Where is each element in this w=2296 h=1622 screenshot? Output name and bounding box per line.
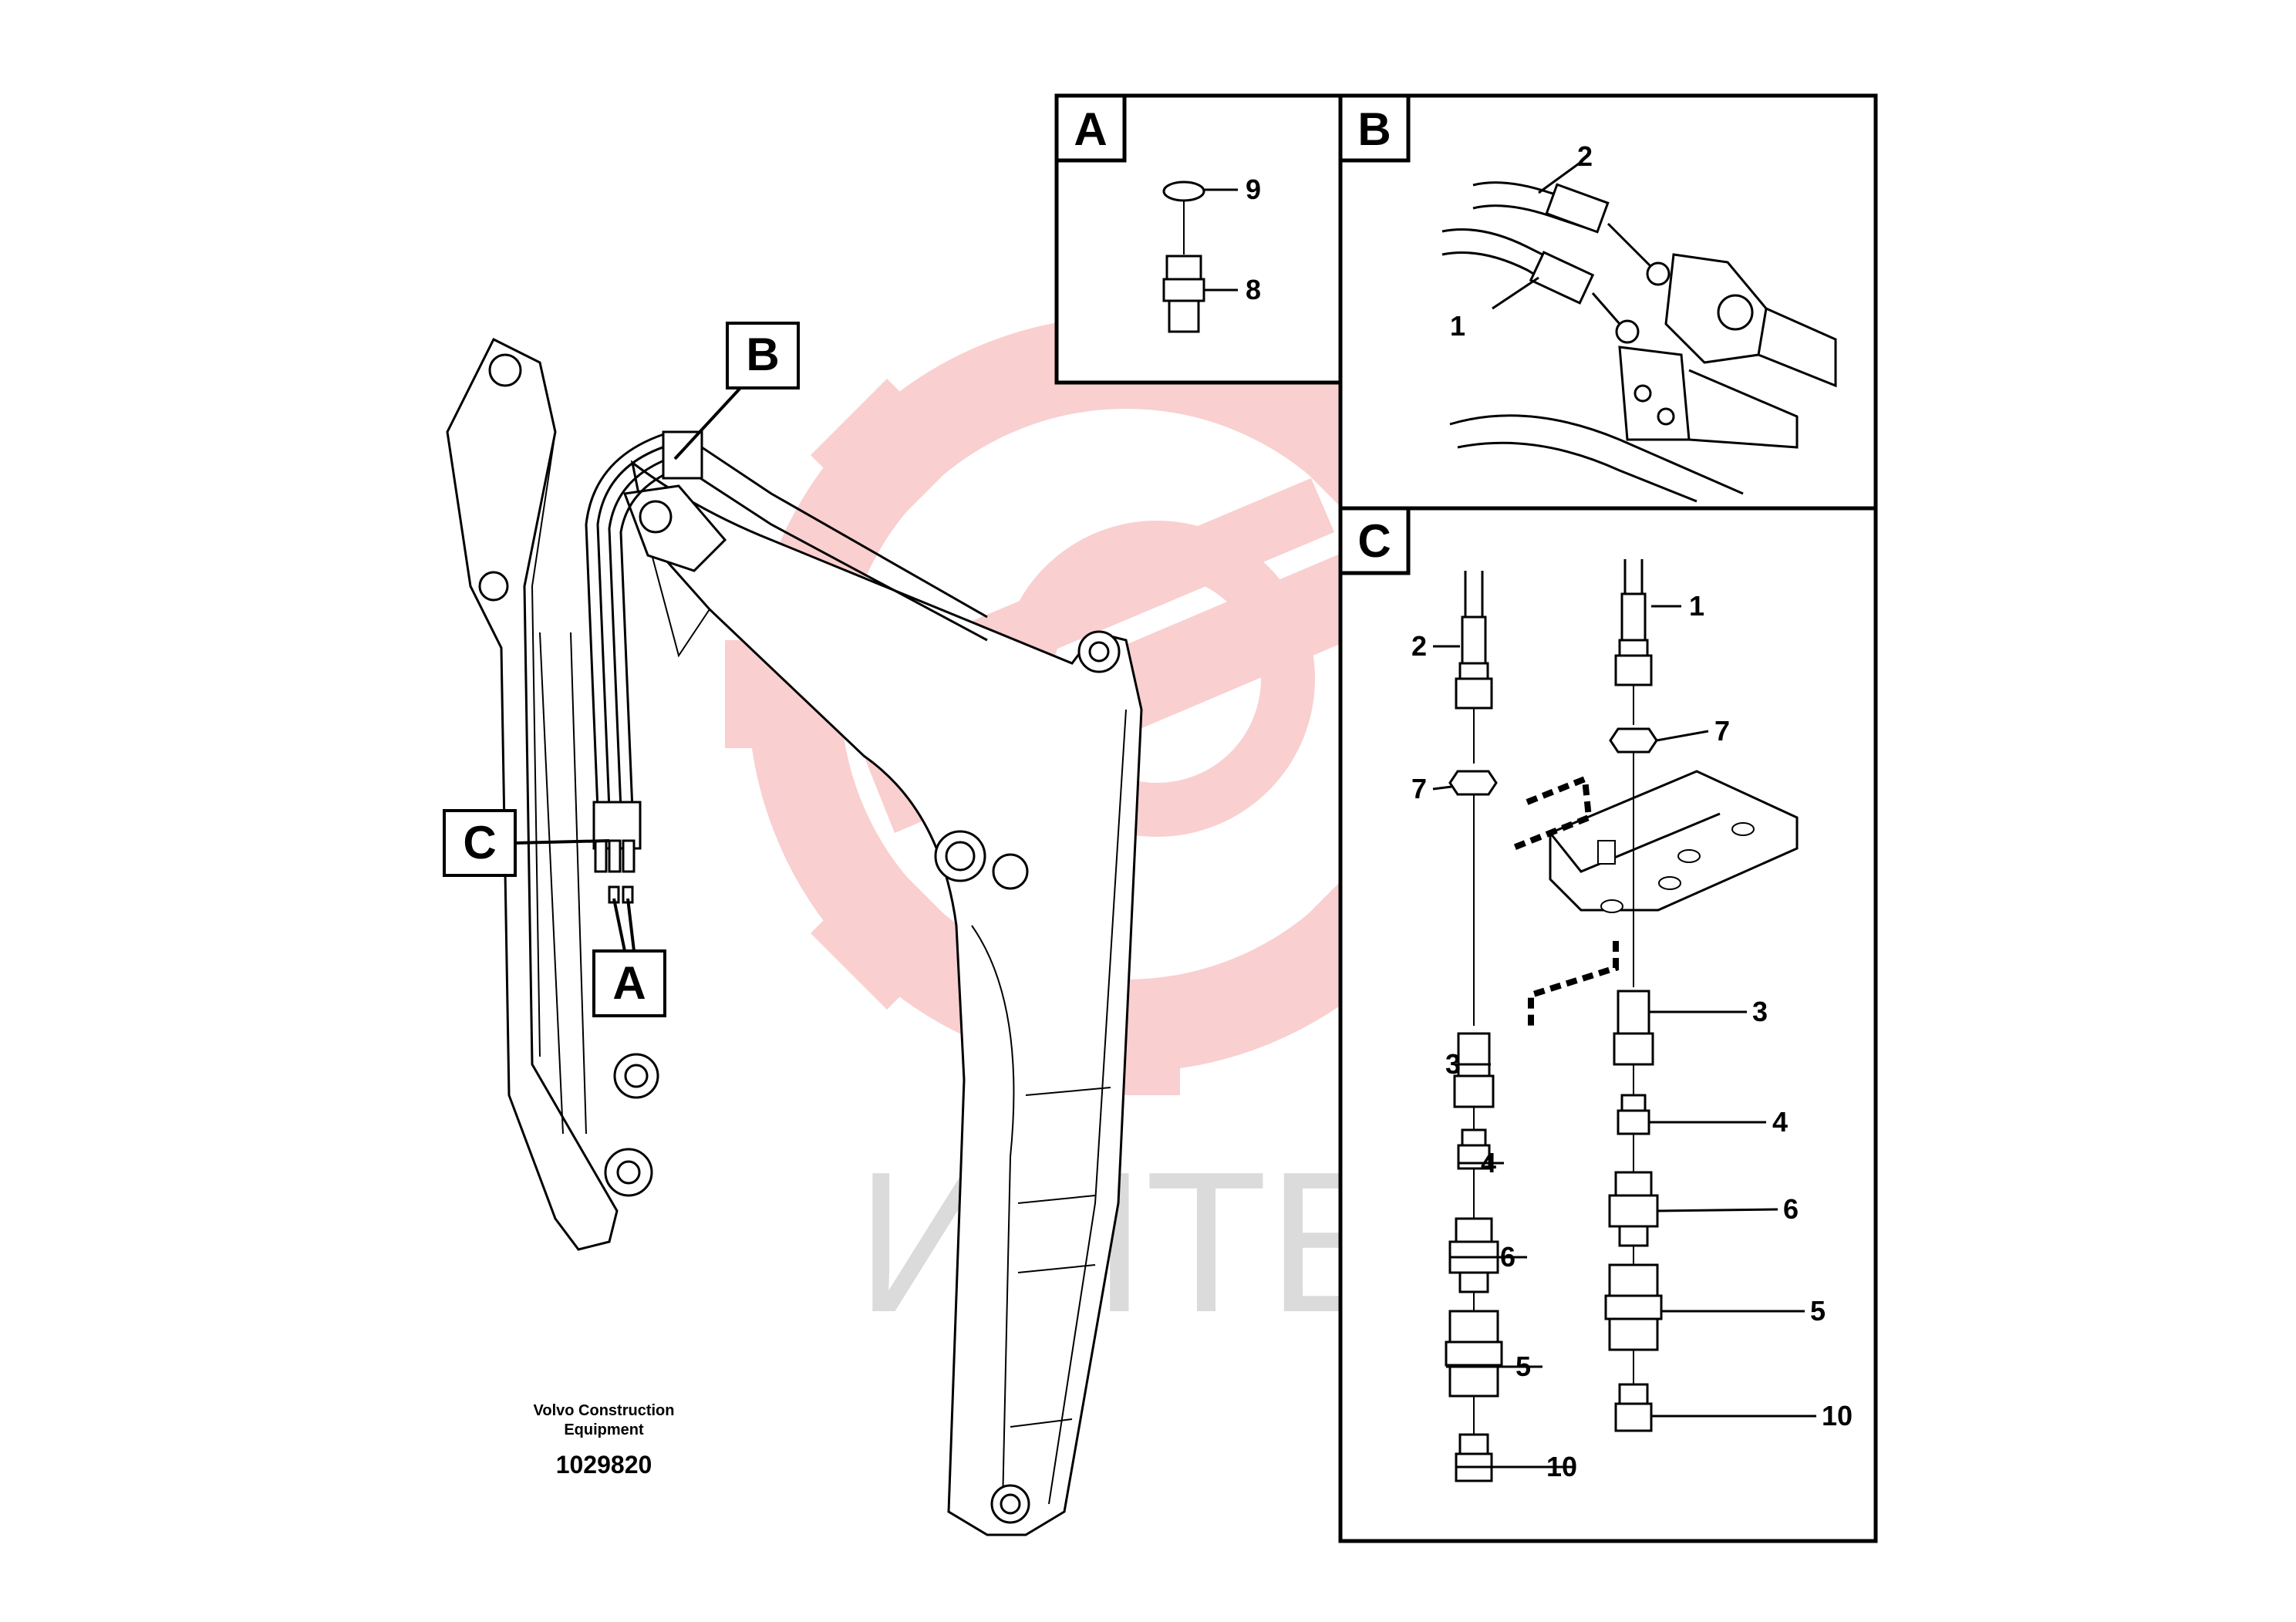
credit-block: Volvo Construction Equipment 1029820 (534, 1402, 675, 1479)
c-right-part-7: 7 (1714, 715, 1730, 747)
panel-b-part-2: 2 (1577, 140, 1593, 172)
c-right-part-1: 1 (1689, 590, 1704, 622)
c-right-part-10: 10 (1822, 1400, 1853, 1431)
c-left-part-3: 3 (1445, 1048, 1461, 1080)
detail-panel-b: B 2 1 (1338, 93, 1878, 511)
callout-b: B (673, 322, 800, 460)
drawing-number: 1029820 (556, 1451, 652, 1479)
c-left-part-2: 2 (1411, 630, 1427, 662)
panel-a-part-9: 9 (1246, 174, 1261, 205)
panel-b-label: B (1357, 103, 1391, 155)
callout-a-label: A (612, 957, 646, 1009)
callout-c: C (443, 809, 610, 877)
c-left-part-5: 5 (1515, 1351, 1531, 1382)
c-left-part-7: 7 (1411, 773, 1427, 804)
panel-a-label: A (1074, 103, 1107, 155)
panel-c-label: C (1357, 515, 1391, 567)
c-right-part-6: 6 (1783, 1193, 1799, 1225)
c-right-part-5: 5 (1810, 1295, 1826, 1327)
callout-c-label: C (463, 817, 496, 868)
credit-line2: Equipment (564, 1421, 644, 1438)
panel-c-left-labels: 2 7 3 4 6 5 10 (1411, 630, 1577, 1482)
panel-a-part-8: 8 (1246, 274, 1261, 305)
panel-c-right-labels: 1 7 3 4 6 5 10 (1649, 590, 1853, 1431)
callout-b-label: B (746, 329, 779, 380)
c-left-part-4: 4 (1481, 1147, 1496, 1179)
credit-line1: Volvo Construction (534, 1402, 675, 1419)
excavator-boom (446, 337, 1143, 1536)
c-right-part-3: 3 (1752, 996, 1768, 1027)
detail-panel-c: C (1338, 506, 1878, 1543)
c-left-part-6: 6 (1500, 1241, 1515, 1273)
hydraulic-hoses (585, 430, 988, 904)
c-left-part-10: 10 (1546, 1451, 1577, 1482)
callout-a: A (592, 898, 666, 1017)
c-right-part-4: 4 (1772, 1106, 1788, 1138)
detail-panel-a: A 9 8 (1054, 93, 1343, 385)
panel-b-part-1: 1 (1450, 310, 1465, 342)
